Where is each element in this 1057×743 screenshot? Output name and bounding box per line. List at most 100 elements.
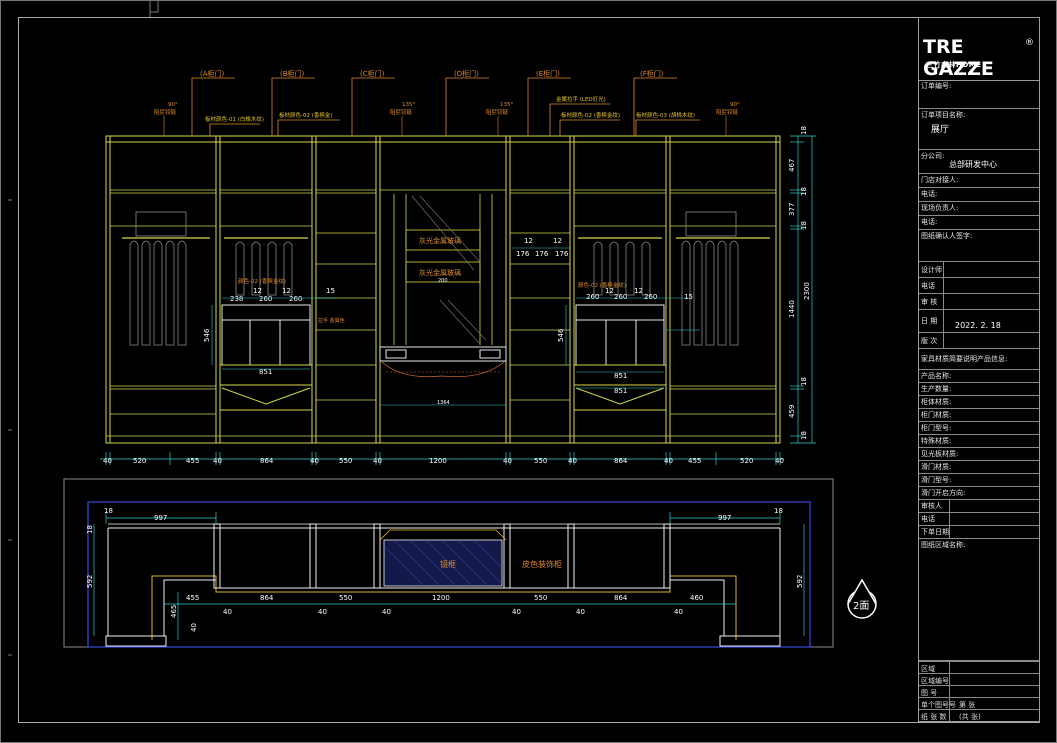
dim-851-left: 851	[259, 368, 272, 376]
door-material-label: 柜门材质:	[921, 411, 952, 419]
bdim-40g: 40	[664, 457, 673, 465]
dim-mid-12b: 12	[553, 237, 562, 245]
plan-b-550b: 550	[534, 594, 547, 602]
plan-b-40a: 40	[223, 608, 232, 616]
drawing-no-row: 图 号	[919, 685, 1039, 697]
title-block: TRE GAZZE ® 三竹森林HOME 订单编号: 订单项目名称: 展厅 分公…	[918, 17, 1040, 722]
phone2-row: 电话:	[919, 216, 1039, 230]
plan-b-40b: 40	[318, 608, 327, 616]
cabinet-label: 皮色装饰柜	[522, 559, 562, 569]
bdim-40b: 40	[213, 457, 222, 465]
slide-model-label: 滑门型号:	[921, 476, 952, 484]
branch-label: 分公司:	[921, 152, 945, 160]
dim-mid-176c: 176	[555, 250, 569, 258]
order-date-row: 下单日期	[919, 526, 1039, 539]
branch-row: 分公司: 总部研发中心	[919, 150, 1039, 174]
plan-depth-left: 592	[86, 575, 94, 588]
confirm-label: 图纸确认人签字:	[921, 232, 973, 240]
sheet-no-row: 单个图号号第 张	[919, 697, 1039, 709]
confirm-row: 图纸确认人签字:	[919, 230, 1039, 262]
area-no-label: 区域编号	[921, 677, 949, 685]
door-model-label: 柜门型号:	[921, 424, 952, 432]
slide-dir-row: 滑门开启方向:	[919, 487, 1039, 500]
rdim-2300: 2300	[803, 282, 811, 300]
dim-left-260b: 260	[289, 295, 302, 303]
rdim-467: 467	[788, 159, 796, 172]
product-name-row: 产品名称:	[919, 370, 1039, 383]
dim-left-260a: 260	[259, 295, 272, 303]
reviewer-row: 审核人	[919, 500, 1039, 513]
bdim-40f: 40	[568, 457, 577, 465]
plan-b-455: 455	[186, 594, 199, 602]
dim-right-260b: 260	[614, 293, 627, 301]
view-marker: 2面	[847, 578, 877, 619]
plan-b-40c: 40	[382, 608, 391, 616]
site-lead-row: 现场负责人:	[919, 202, 1039, 216]
bdim-455a: 455	[186, 457, 199, 465]
rdim-18e: 18	[800, 431, 808, 440]
dim-left-15: 15	[326, 287, 335, 295]
drawing-area-label: 图纸区域名称:	[921, 541, 966, 549]
reviewer-label: 审核人	[921, 502, 942, 510]
dim-mid-12a: 12	[524, 237, 533, 245]
area-row: 区域	[919, 661, 1039, 673]
store-contact-row: 门店对接人:	[919, 174, 1039, 188]
bdim-520b: 520	[740, 457, 753, 465]
hinge-4: 阻尼铰链	[716, 108, 739, 116]
callout-d: (D柜门)	[454, 69, 479, 78]
special-material-row: 特殊材质:	[919, 435, 1039, 448]
dim-851-right-b: 851	[614, 387, 627, 395]
dim-right-15: 15	[684, 293, 693, 301]
callout-e: (E柜门)	[536, 69, 560, 78]
material-note-4: 板材颜色-02 (香槟金纹)	[561, 111, 620, 119]
bdim-40d: 40	[373, 457, 382, 465]
version-row: 版 次	[919, 333, 1039, 349]
callout-b: (B柜门)	[280, 69, 305, 78]
phone2-label: 电话:	[921, 218, 938, 226]
order-no-row: 订单编号:	[919, 80, 1039, 109]
angle-3: 135°	[500, 102, 513, 108]
sheet-count-row: 纸 张 数(共 张)	[919, 709, 1039, 721]
sheet-label: 第 张	[959, 701, 976, 709]
phone4-label: 电话	[921, 515, 935, 523]
bdim-550b: 550	[534, 457, 547, 465]
bdim-864a: 864	[260, 457, 274, 465]
rdim-377: 377	[788, 203, 796, 216]
dim-546-right: 546	[557, 328, 565, 342]
date-value: 2022. 2. 18	[955, 321, 1001, 330]
dim-right-12b: 12	[634, 287, 643, 295]
bdim-455b: 455	[688, 457, 701, 465]
plan-dim-997-left: 997	[154, 514, 167, 522]
special-material-label: 特殊材质:	[921, 437, 952, 445]
logo-subtext: 三竹森林HOME	[926, 61, 982, 69]
bdim-40e: 40	[503, 457, 512, 465]
glass-label-1: 灰光金属玻璃	[419, 236, 461, 245]
quantity-row: 生产数量:	[919, 383, 1039, 396]
slide-dir-label: 滑门开启方向:	[921, 489, 966, 497]
plan-dim-997-right: 997	[718, 514, 731, 522]
plan-b-40e: 40	[576, 608, 585, 616]
bdim-864b: 864	[614, 457, 628, 465]
dim-right-12a: 12	[605, 287, 614, 295]
logo-registered-icon: ®	[1025, 38, 1034, 48]
plan-side-465: 465	[170, 605, 178, 618]
review-label: 审 核	[921, 298, 938, 306]
plan-depth-18: 18	[86, 525, 94, 534]
area-label: 区域	[921, 665, 935, 673]
drawing-no-label: 图 号	[921, 689, 938, 697]
hinge-2: 阻尼铰链	[390, 108, 413, 116]
door-material-row: 柜门材质:	[919, 409, 1039, 422]
designer-label: 设计师	[921, 266, 942, 274]
glass-label-2: 灰光金属玻璃	[419, 268, 461, 277]
logo-text: TRE GAZZE	[923, 36, 994, 80]
phone4-row: 电话	[919, 513, 1039, 526]
slide-material-row: 滑门材质:	[919, 461, 1039, 474]
hinge-3: 阻尼铰链	[486, 108, 509, 116]
angle-2: 135°	[402, 102, 415, 108]
slide-model-row: 滑门型号:	[919, 474, 1039, 487]
product-name-label: 产品名称:	[921, 372, 952, 380]
bdim-40c: 40	[310, 457, 319, 465]
lit-panel-row: 见光板材质:	[919, 448, 1039, 461]
dim-left-238: 238	[230, 295, 243, 303]
